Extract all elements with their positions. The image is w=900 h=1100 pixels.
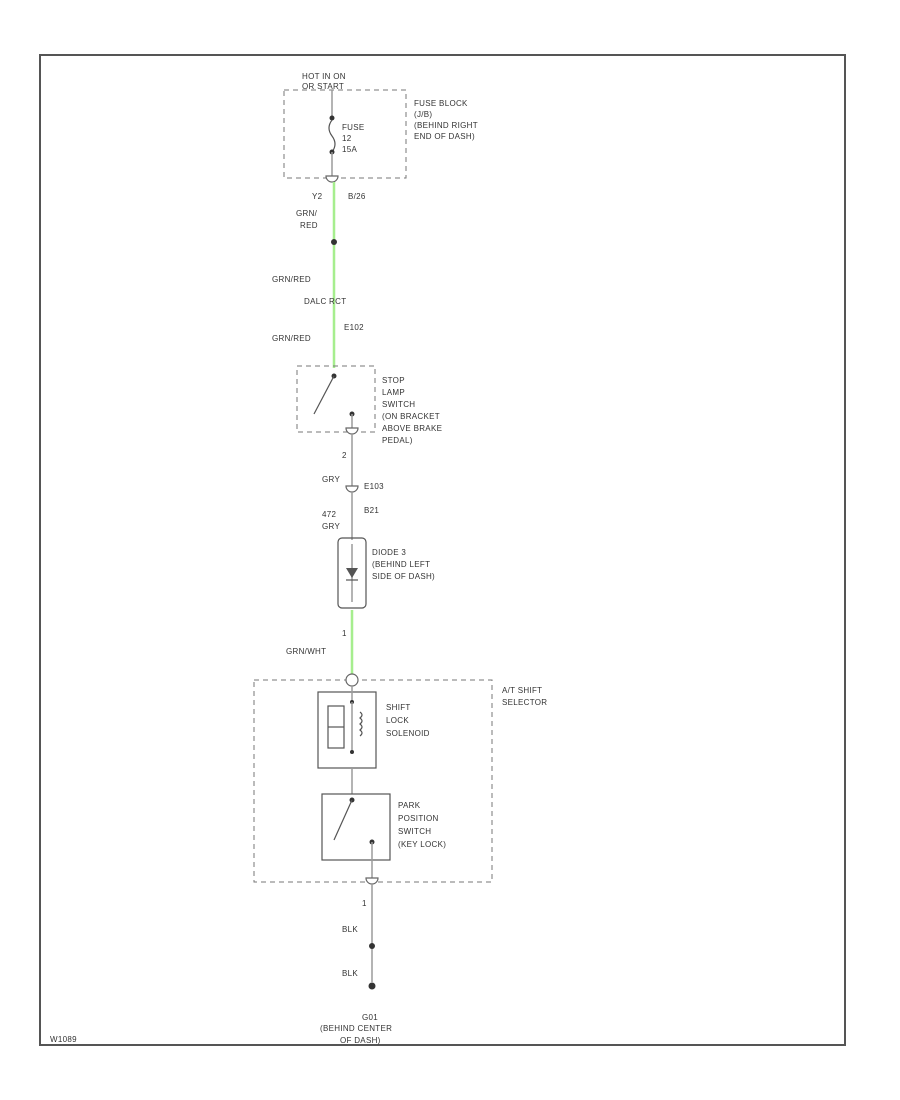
- park-switch-line3: SWITCH: [398, 827, 431, 836]
- switch-pin-label: 2: [342, 451, 347, 460]
- ground-icon: [368, 982, 376, 990]
- ground-splice-dot: [369, 943, 375, 949]
- ground-location-line1: (BEHIND CENTER: [320, 1024, 392, 1033]
- diode-pin-label: 472: [322, 510, 336, 519]
- park-position-switch-box: [321, 793, 391, 861]
- solenoid-line2: LOCK: [386, 716, 409, 725]
- fuse-term-b: B/26: [348, 192, 366, 201]
- wire-label-grn-wht: GRN/WHT: [286, 647, 326, 656]
- park-switch-line2: POSITION: [398, 814, 439, 823]
- shift-selector-line1: A/T SHIFT: [502, 686, 542, 695]
- stop-lamp-switch-line6: PEDAL): [382, 436, 413, 445]
- fuse-block-line1: FUSE BLOCK: [414, 99, 468, 108]
- wire-label-gry-1: GRY: [322, 475, 340, 484]
- diagram-frame: [39, 54, 846, 1046]
- shift-lock-solenoid-box: [317, 691, 377, 769]
- wire-label-gry-2: GRY: [322, 522, 340, 531]
- diode-icon: [346, 544, 358, 602]
- wire-label-grn-red-2: GRN/RED: [272, 334, 311, 343]
- fuse-rating: 15A: [342, 145, 357, 154]
- stop-lamp-switch-line2: LAMP: [382, 388, 405, 397]
- diode-line2: (BEHIND LEFT: [372, 560, 430, 569]
- stop-lamp-switch-line5: ABOVE BRAKE: [382, 424, 442, 433]
- stop-lamp-switch-line3: SWITCH: [382, 400, 415, 409]
- park-switch-line4: (KEY LOCK): [398, 840, 446, 849]
- splice-dot: [331, 239, 337, 245]
- diode-line1: DIODE 3: [372, 548, 406, 557]
- wire-label-red: RED: [300, 221, 318, 230]
- fuse-block-outline: [283, 89, 407, 179]
- stop-lamp-switch-icon: [313, 373, 359, 435]
- park-switch-line1: PARK: [398, 801, 421, 810]
- shift-selector-terminal: [345, 673, 359, 687]
- ground-location-line2: OF DASH): [340, 1036, 381, 1045]
- shift-selector-out-terminal: [365, 877, 379, 885]
- wire-label-grn: GRN/: [296, 209, 318, 218]
- connector-e102: E102: [344, 323, 364, 332]
- ground-label: G01: [362, 1013, 378, 1022]
- splice-label: DALC RCT: [304, 297, 346, 306]
- fuse-block-line2: (J/B): [414, 110, 432, 119]
- stop-lamp-switch-line4: (ON BRACKET: [382, 412, 440, 421]
- wire-label-blk-1: BLK: [342, 925, 358, 934]
- fuse-label: FUSE: [342, 123, 365, 132]
- power-source-line2: OR START: [302, 82, 344, 91]
- connector-e103-terminal: [345, 485, 359, 493]
- wire-label-grn-red-1: GRN/RED: [272, 275, 311, 284]
- fuse-term-a: Y2: [312, 192, 323, 201]
- diode-out-pin: 1: [342, 629, 347, 638]
- connector-e103: E103: [364, 482, 384, 491]
- diode-body: [337, 537, 367, 609]
- fuse-block-line4: END OF DASH): [414, 132, 475, 141]
- stop-lamp-switch-outline: [296, 365, 376, 433]
- stop-lamp-switch-line1: STOP: [382, 376, 405, 385]
- fuse-block-line3: (BEHIND RIGHT: [414, 121, 478, 130]
- solenoid-line1: SHIFT: [386, 703, 411, 712]
- solenoid-line3: SOLENOID: [386, 729, 430, 738]
- diode-line3: SIDE OF DASH): [372, 572, 435, 581]
- park-switch-icon: [333, 797, 375, 878]
- ground-pin-label: 1: [362, 899, 367, 908]
- connector-b21: B21: [364, 506, 379, 515]
- fuse-number: 12: [342, 134, 352, 143]
- shift-selector-outline: [253, 679, 493, 883]
- footer-code: W1089: [50, 1035, 77, 1044]
- solenoid-icon: [327, 686, 363, 754]
- fuse-icon: [325, 90, 339, 183]
- power-source-line1: HOT IN ON: [302, 72, 346, 81]
- wire-label-blk-2: BLK: [342, 969, 358, 978]
- shift-selector-line2: SELECTOR: [502, 698, 547, 707]
